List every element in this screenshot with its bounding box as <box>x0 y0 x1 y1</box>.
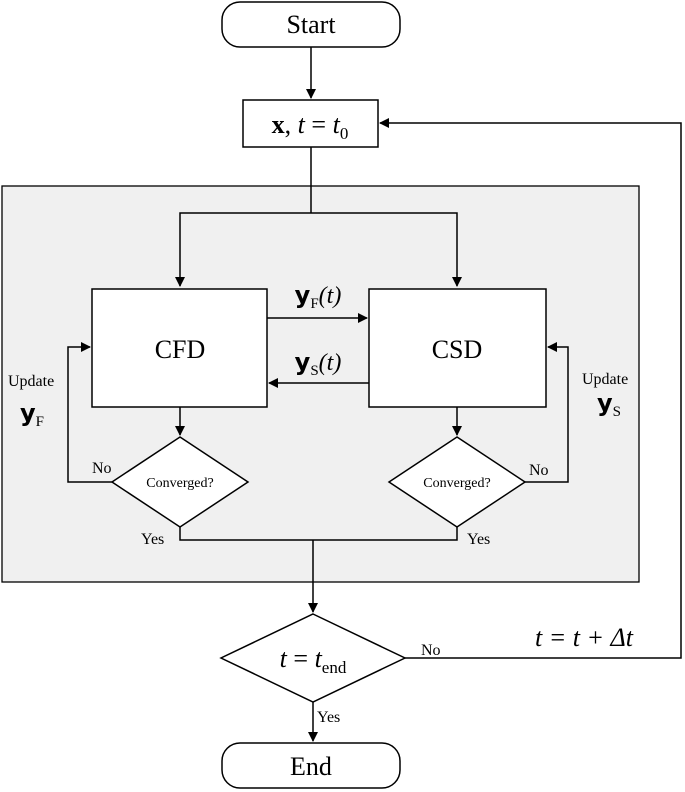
csd-label: CSD <box>432 335 483 364</box>
update-left-label: Update <box>8 373 54 390</box>
update-left-sub: F <box>36 414 44 430</box>
end-decision-t2: t <box>315 644 323 673</box>
init-eq: = <box>305 110 333 139</box>
end-decision-eq: = <box>287 644 315 673</box>
end-decision-label: t = tend <box>280 644 347 677</box>
csd-box <box>368 288 547 408</box>
edge-right-no-loop <box>525 342 569 483</box>
yF-sub: F <box>310 296 318 312</box>
no-left-label: No <box>92 460 112 477</box>
yS-symbol: y <box>295 348 311 376</box>
init-t: t <box>298 110 306 139</box>
cfd-box <box>91 288 268 408</box>
yes-right-label: Yes <box>467 531 490 548</box>
yes-end-label: Yes <box>317 709 340 726</box>
no-end-label: No <box>421 642 441 659</box>
end-terminal <box>221 742 401 789</box>
cfd-label: CFD <box>155 335 206 364</box>
edge-split-cfd <box>175 212 311 287</box>
init-label: x, t = t0 <box>272 110 349 143</box>
end-label: End <box>290 752 332 781</box>
yS-exchange-label: yS(t) <box>295 348 342 379</box>
yF-symbol: y <box>295 281 311 309</box>
yF-exchange-label: yF(t) <box>295 281 342 312</box>
yS-arg: (t) <box>319 350 342 376</box>
init-sub: 0 <box>340 124 349 143</box>
increment-label: t = t + Δt <box>535 623 634 652</box>
update-right-sub: S <box>613 404 621 420</box>
init-comma: , <box>285 110 298 139</box>
no-right-label: No <box>529 462 549 479</box>
init-x: x <box>272 110 285 139</box>
end-decision-sub: end <box>322 658 347 677</box>
update-right-label: Update <box>582 371 628 388</box>
end-decision-t: t <box>280 644 288 673</box>
yF-arg: (t) <box>319 283 342 309</box>
update-right-y: y <box>597 389 613 417</box>
edge-left-no-loop <box>67 342 112 483</box>
converged-right-label: Converged? <box>423 476 490 491</box>
yes-left-label: Yes <box>141 531 164 548</box>
init-t0: t <box>333 110 341 139</box>
edge-end-no-loop <box>379 118 682 659</box>
update-left-y: y <box>20 399 36 427</box>
update-right-symbol: yS <box>597 389 621 420</box>
edge-split-csd <box>311 212 462 287</box>
converged-left-label: Converged? <box>146 476 213 491</box>
update-left-symbol: yF <box>20 399 44 430</box>
yS-sub: S <box>310 363 318 379</box>
start-label: Start <box>286 10 336 39</box>
edge-yes-merge <box>179 527 458 541</box>
